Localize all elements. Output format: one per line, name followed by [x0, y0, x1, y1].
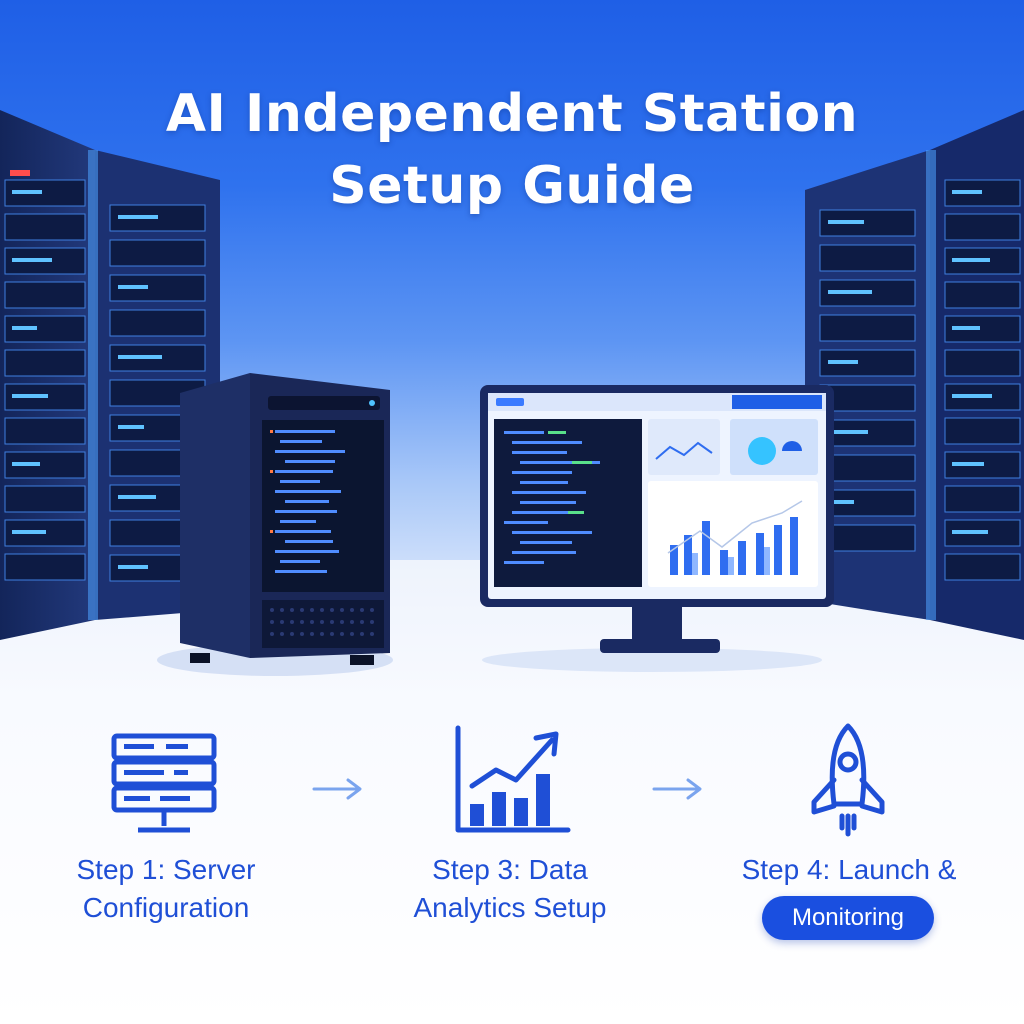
title-line-1: AI Independent Station: [165, 84, 859, 144]
server-icon: [108, 732, 220, 840]
title-line-2: Setup Guide: [329, 156, 695, 216]
step-1-label-line-2: Configuration: [82, 892, 250, 923]
rocket-icon: [806, 722, 890, 842]
page-title: AI Independent Station Setup Guide: [0, 78, 1024, 222]
step-1-label-line-1: Step 1: Server: [76, 854, 256, 885]
step-4-label-line-1: Step 4: Launch &: [741, 854, 957, 885]
step-3-label-line-1: Step 3: Data: [432, 854, 588, 885]
analytics-chart-icon: [452, 724, 572, 840]
tower-computer: [150, 368, 400, 692]
right-server-racks: [800, 110, 1024, 640]
left-server-racks: [0, 110, 230, 640]
monitoring-badge: Monitoring: [762, 896, 934, 940]
dashboard-monitor: [472, 385, 842, 679]
arrow-right-icon: [312, 777, 364, 805]
arrow-right-icon-2: [652, 777, 704, 805]
step-3-label-line-2: Analytics Setup: [413, 892, 607, 923]
floor-background: [0, 560, 1024, 1024]
